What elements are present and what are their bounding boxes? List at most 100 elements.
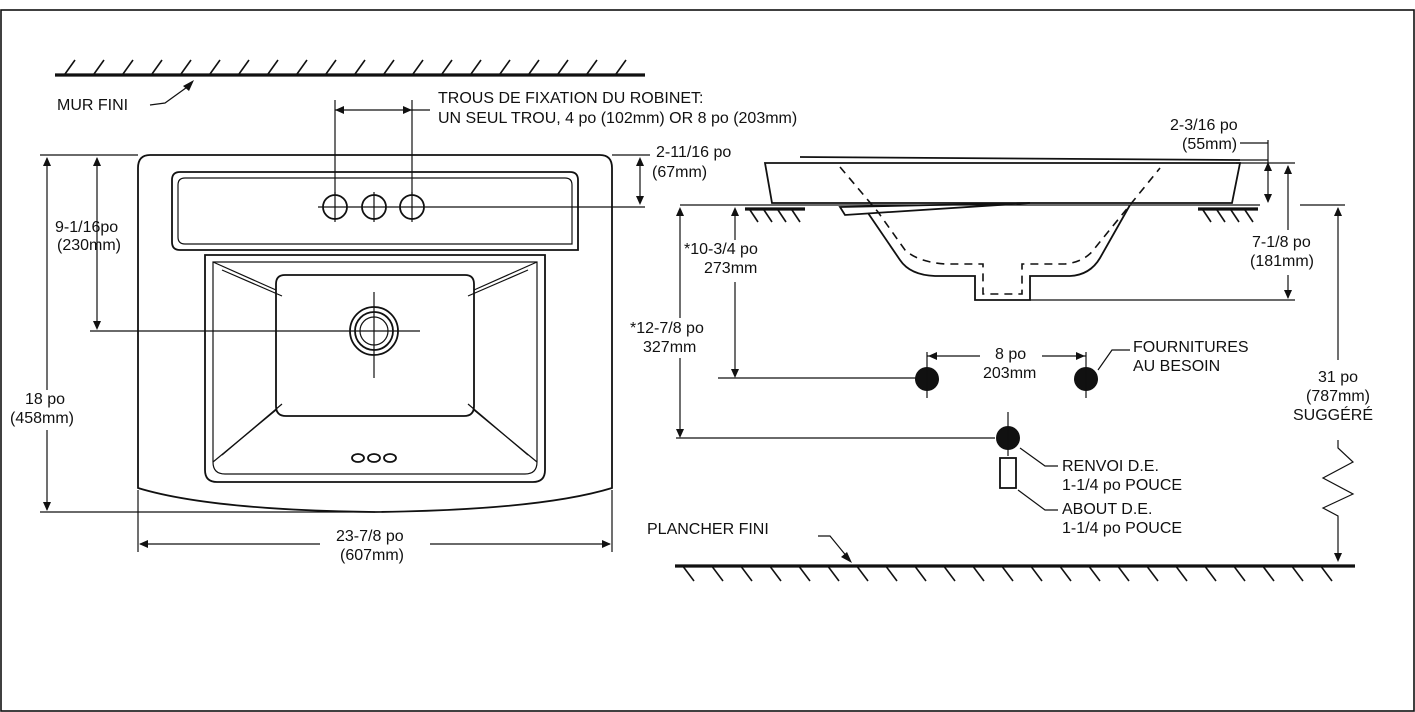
dimension-counter-to-drain: [676, 207, 995, 439]
hatch-mark: [913, 564, 927, 582]
hatch-mark: [296, 59, 308, 75]
hatch-mark: [528, 59, 540, 75]
dim-8-label: 8 po: [995, 346, 1026, 363]
hatch-mark: [749, 209, 759, 223]
hatch-mark: [739, 564, 753, 582]
hatch-mark: [768, 564, 782, 582]
hatch-mark: [180, 59, 192, 75]
hatch-mark: [777, 209, 787, 223]
hatch-mark: [1202, 209, 1212, 223]
hatch-mark: [441, 59, 453, 75]
hatch-mark: [557, 59, 569, 75]
dim-55mm-label: (55mm): [1182, 136, 1237, 153]
faucet-hole-dimension: [334, 100, 430, 195]
hatch-mark: [971, 564, 985, 582]
dimension-sink-depth: [40, 154, 375, 513]
hatch-mark: [826, 564, 840, 582]
hatch-mark: [383, 59, 395, 75]
dim-181mm-label: (181mm): [1250, 253, 1314, 270]
diagram-border: [0, 9, 1415, 712]
hatch-mark: [1116, 564, 1130, 582]
hatch-mark: [1145, 564, 1159, 582]
drain-label-2: 1-1/4 po POUCE: [1062, 477, 1182, 494]
dimension-counter-to-supplies: [718, 207, 920, 379]
hatch-mark: [122, 59, 134, 75]
hatch-mark: [1232, 564, 1246, 582]
hatch-mark: [412, 59, 424, 75]
hatch-mark: [710, 564, 724, 582]
dim-23-7-8-label: 23-7/8 po: [336, 528, 404, 545]
floor-label: PLANCHER FINI: [647, 521, 769, 538]
dim-18-label: 18 po: [25, 391, 65, 408]
dim-suggested-label: SUGGÉRÉ: [1293, 405, 1373, 424]
faucet-holes-detail: UN SEUL TROU, 4 po (102mm) OR 8 po (203m…: [438, 110, 797, 127]
hatch-mark: [1290, 564, 1304, 582]
dim-273mm-label: 273mm: [704, 260, 757, 277]
dimension-sink-width: [137, 490, 613, 552]
dimension-rim-to-drain: [85, 154, 138, 330]
tailpiece-label-1: ABOUT D.E.: [1062, 501, 1152, 518]
hatch-mark: [681, 564, 695, 582]
hatch-mark: [1000, 564, 1014, 582]
hatch-mark: [499, 59, 511, 75]
supplies-label-1: FOURNITURES: [1133, 339, 1249, 356]
hatch-mark: [1261, 564, 1275, 582]
hatch-mark: [1058, 564, 1072, 582]
hatch-mark: [942, 564, 956, 582]
faucet-holes-title: TROUS DE FIXATION DU ROBINET:: [438, 90, 704, 107]
dim-2-11-16-label: 2-11/16 po: [656, 144, 731, 161]
wall-leader: [149, 84, 191, 106]
finished-wall: [55, 59, 645, 77]
hatch-mark: [1029, 564, 1043, 582]
dimension-rim-height: [1240, 140, 1272, 203]
hatch-mark: [267, 59, 279, 75]
dim-230mm-label: (230mm): [57, 237, 121, 254]
supplies-label-2: AU BESOIN: [1133, 358, 1220, 375]
hatch-mark: [64, 59, 76, 75]
dim-2-3-16-label: 2-3/16 po: [1170, 117, 1238, 134]
dim-458mm-label: (458mm): [10, 410, 74, 427]
dimension-floor-to-counter: [1300, 204, 1355, 562]
dim-12-7-8-label: *12-7/8 po: [630, 320, 704, 337]
dim-787mm-label: (787mm): [1306, 388, 1370, 405]
hatch-mark: [763, 209, 773, 223]
sink-side-view: [680, 156, 1260, 301]
hatch-mark: [1174, 564, 1188, 582]
hatch-mark: [1230, 209, 1240, 223]
hatch-mark: [586, 59, 598, 75]
wall-label: MUR FINI: [57, 97, 128, 114]
hatch-mark: [209, 59, 221, 75]
dim-31-label: 31 po: [1318, 369, 1358, 386]
hatch-mark: [1087, 564, 1101, 582]
hatch-mark: [1319, 564, 1333, 582]
sink-top-view: [90, 154, 645, 513]
supply-points: [915, 349, 1130, 398]
hatch-mark: [151, 59, 163, 75]
hatch-mark: [797, 564, 811, 582]
dim-9-1-16-label: 9-1/16po: [55, 219, 118, 236]
hatch-mark: [354, 59, 366, 75]
dimension-bowl-depth: [1030, 162, 1295, 301]
drain-assembly: [996, 412, 1058, 511]
hatch-mark: [791, 209, 801, 223]
dim-7-1-8-label: 7-1/8 po: [1252, 234, 1311, 251]
hatch-mark: [470, 59, 482, 75]
hatch-mark: [615, 59, 627, 75]
finished-floor: [675, 564, 1355, 582]
dim-203mm-label: 203mm: [983, 365, 1036, 382]
tailpiece-label-2: 1-1/4 po POUCE: [1062, 520, 1182, 537]
hatch-mark: [855, 564, 869, 582]
dimension-deck-to-holes: [612, 154, 650, 205]
hatch-mark: [238, 59, 250, 75]
wall-leader-arrow: [183, 80, 194, 91]
hatch-mark: [1203, 564, 1217, 582]
dim-607mm-label: (607mm): [340, 547, 404, 564]
hatch-mark: [884, 564, 898, 582]
hatch-mark: [325, 59, 337, 75]
hatch-mark: [1244, 209, 1254, 223]
hatch-mark: [1216, 209, 1226, 223]
drain-label-1: RENVOI D.E.: [1062, 458, 1159, 475]
floor-leader-arrow: [841, 552, 852, 563]
dim-10-3-4-label: *10-3/4 po: [684, 241, 758, 258]
